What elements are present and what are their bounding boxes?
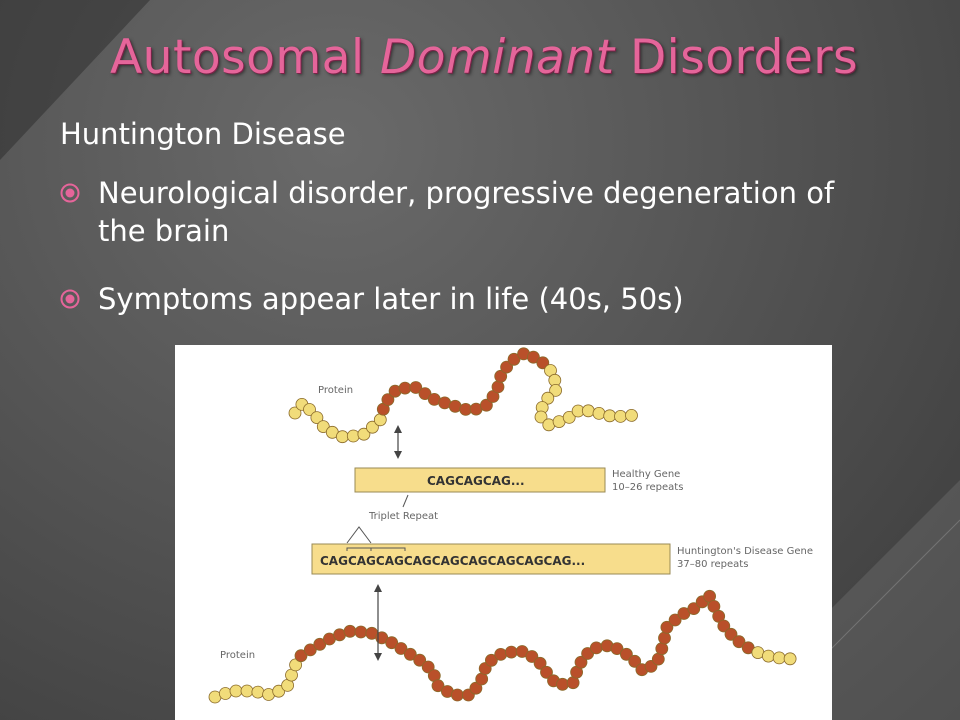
bullet-target-icon	[60, 183, 80, 203]
triplet-repeat-label: Triplet Repeat	[368, 511, 438, 522]
protein-bead	[494, 369, 508, 383]
healthy-gene-bar	[354, 467, 606, 493]
protein-bead	[450, 688, 464, 702]
bullet-item: Symptoms appear later in life (40s, 50s)	[60, 280, 860, 318]
protein-bead	[385, 636, 399, 650]
figure-canvas: Protein CAGCAGCAG... Healthy Gene 10–26 …	[208, 347, 813, 704]
protein-bead	[533, 656, 547, 670]
protein-label-bottom: Protein	[220, 650, 255, 661]
bracket-caret	[346, 526, 372, 544]
protein-bead	[373, 413, 387, 427]
huntington-gene-figure: Protein CAGCAGCAG... Healthy Gene 10–26 …	[175, 345, 832, 720]
protein-bead	[381, 393, 395, 406]
section-heading: Huntington Disease	[60, 117, 346, 151]
protein-bead	[625, 409, 638, 422]
protein-bead	[525, 650, 539, 663]
triplet-bracket	[346, 547, 406, 551]
protein-bead	[610, 642, 624, 656]
protein-bead	[303, 403, 316, 416]
bullet-text: Symptoms appear later in life (40s, 50s)	[98, 282, 684, 316]
bullet-item: Neurological disorder, progressive degen…	[60, 174, 860, 250]
protein-bead	[494, 647, 508, 661]
protein-bead	[303, 643, 317, 657]
protein-bead	[581, 404, 595, 418]
protein-bead	[413, 653, 427, 667]
huntington-gene-sequence: CAGCAGCAGCAGCAGCAGCAGCAGCAG...	[320, 554, 585, 568]
protein-bead	[614, 410, 627, 423]
protein-bead	[541, 391, 555, 405]
double-arrow-top	[394, 425, 402, 459]
protein-bead	[724, 627, 738, 641]
protein-bead	[556, 677, 569, 691]
protein-bead	[772, 651, 786, 665]
bullet-text: Neurological disorder, progressive degen…	[98, 176, 835, 248]
protein-bead	[500, 360, 514, 374]
protein-bead	[717, 619, 731, 633]
protein-bead	[507, 352, 521, 366]
protein-bead	[229, 684, 243, 698]
healthy-gene-title: Healthy Gene	[612, 469, 680, 480]
protein-chain-huntington	[208, 589, 797, 704]
protein-bead	[251, 685, 265, 699]
protein-bead	[409, 381, 423, 394]
protein-bead	[783, 652, 797, 666]
protein-bead	[346, 429, 360, 443]
protein-bead	[431, 679, 445, 693]
protein-bead	[316, 420, 330, 433]
protein-bead	[421, 660, 435, 674]
pointer-line	[402, 494, 409, 508]
protein-bead	[357, 427, 371, 441]
protein-bead	[619, 647, 633, 661]
protein-bead	[655, 642, 669, 656]
protein-bead	[479, 398, 493, 412]
protein-label-top: Protein	[318, 385, 353, 396]
protein-bead	[762, 649, 775, 663]
protein-bead	[562, 411, 576, 424]
healthy-gene-repeats: 10–26 repeats	[612, 482, 683, 493]
protein-bead	[240, 684, 254, 698]
protein-bead	[398, 381, 412, 395]
protein-bead	[574, 655, 588, 669]
protein-bead	[272, 684, 286, 698]
protein-chain-healthy	[288, 347, 638, 444]
protein-bead	[536, 356, 550, 370]
protein-bead	[504, 645, 518, 659]
protein-bead	[668, 613, 682, 627]
protein-bead	[603, 409, 617, 423]
protein-bead	[354, 625, 368, 639]
protein-bead	[491, 380, 505, 394]
protein-bead	[310, 411, 324, 424]
protein-bead	[335, 430, 349, 444]
protein-bead	[628, 654, 642, 668]
protein-bead	[394, 642, 408, 655]
protein-bead	[687, 602, 701, 616]
huntington-gene-repeats: 37–80 repeats	[677, 559, 748, 570]
protein-bead	[658, 631, 671, 645]
protein-bead	[288, 406, 302, 420]
healthy-gene-sequence: CAGCAGCAG...	[427, 474, 525, 488]
bullet-target-icon	[60, 289, 80, 309]
huntington-gene-title: Huntington's Disease Gene	[677, 546, 813, 557]
protein-bead	[526, 350, 540, 364]
protein-bead	[592, 407, 606, 420]
protein-bead	[403, 647, 417, 661]
protein-bead	[294, 649, 308, 663]
protein-bead	[219, 687, 232, 700]
double-arrow-bottom	[374, 584, 382, 661]
huntington-gene-bar	[311, 543, 671, 575]
protein-bead	[313, 637, 327, 651]
protein-bead	[589, 641, 603, 655]
protein-bead	[540, 665, 553, 679]
protein-bead	[549, 384, 563, 397]
protein-bead	[365, 420, 379, 434]
protein-bead	[418, 387, 432, 400]
protein-bead	[343, 624, 357, 638]
protein-bead	[732, 635, 746, 649]
slide-title: Autosomal Dominant Disorders	[110, 30, 859, 85]
protein-bead	[660, 620, 674, 634]
protein-bead	[469, 681, 483, 695]
protein-bead	[534, 410, 548, 424]
protein-bead	[484, 653, 498, 667]
